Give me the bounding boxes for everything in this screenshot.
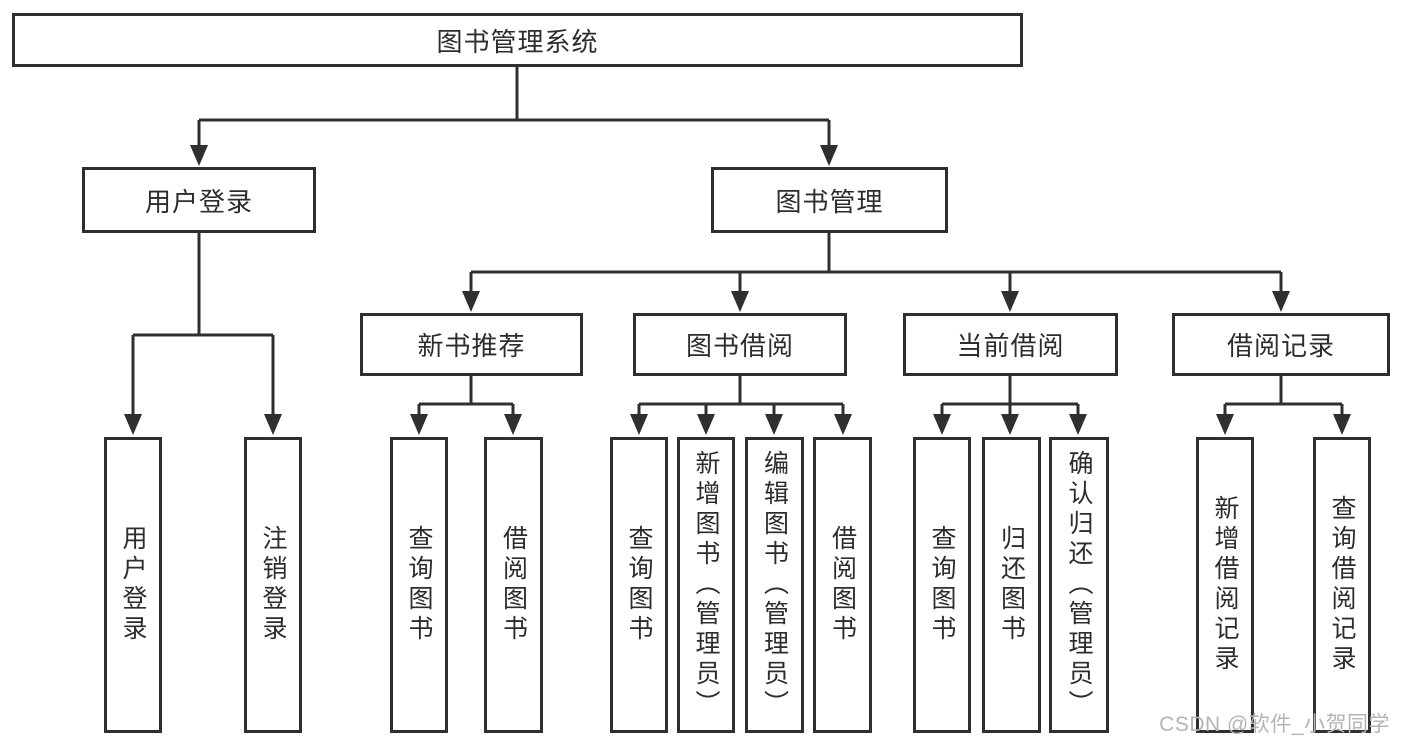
leaf-query-books-current: 查询图书 [913, 437, 971, 733]
node-book-borrowing: 图书借阅 [633, 313, 847, 376]
connector-new-books-trunk [419, 376, 513, 406]
leaf-return-books: 归还图书 [982, 437, 1041, 733]
node-borrow-records: 借阅记录 [1172, 313, 1390, 376]
connector-book-mgmt-trunk [471, 233, 1281, 274]
node-root-system: 图书管理系统 [12, 13, 1023, 67]
connector-root-trunk [199, 65, 829, 122]
leaf-add-books-admin: 新增图书（管理员） [677, 437, 735, 733]
csdn-watermark: CSDN @软件_小贺同学 [1159, 713, 1390, 736]
leaf-query-books-recommend: 查询图书 [390, 437, 448, 733]
node-current-borrowing: 当前借阅 [903, 313, 1118, 376]
leaf-logout: 注销登录 [244, 437, 302, 733]
leaf-edit-books-admin: 编辑图书（管理员） [745, 437, 804, 733]
connector-borrow-records-trunk [1225, 376, 1342, 406]
leaf-add-borrow-record: 新增借阅记录 [1196, 437, 1254, 733]
leaf-query-borrow-record: 查询借阅记录 [1313, 437, 1371, 733]
node-user-login: 用户登录 [82, 167, 316, 233]
leaf-confirm-return-admin: 确认归还（管理员） [1049, 437, 1109, 733]
leaf-query-books-borrowing: 查询图书 [610, 437, 668, 733]
connector-book-borrow-trunk [639, 376, 843, 406]
connector-current-borrow-trunk [942, 376, 1078, 406]
leaf-borrow-books-recommend: 借阅图书 [484, 437, 543, 733]
node-book-management: 图书管理 [711, 167, 948, 233]
connector-user-login-trunk [133, 233, 273, 337]
node-new-book-recommend: 新书推荐 [360, 313, 583, 376]
leaf-user-login: 用户登录 [104, 437, 162, 733]
leaf-borrow-books-borrowing: 借阅图书 [813, 437, 872, 733]
